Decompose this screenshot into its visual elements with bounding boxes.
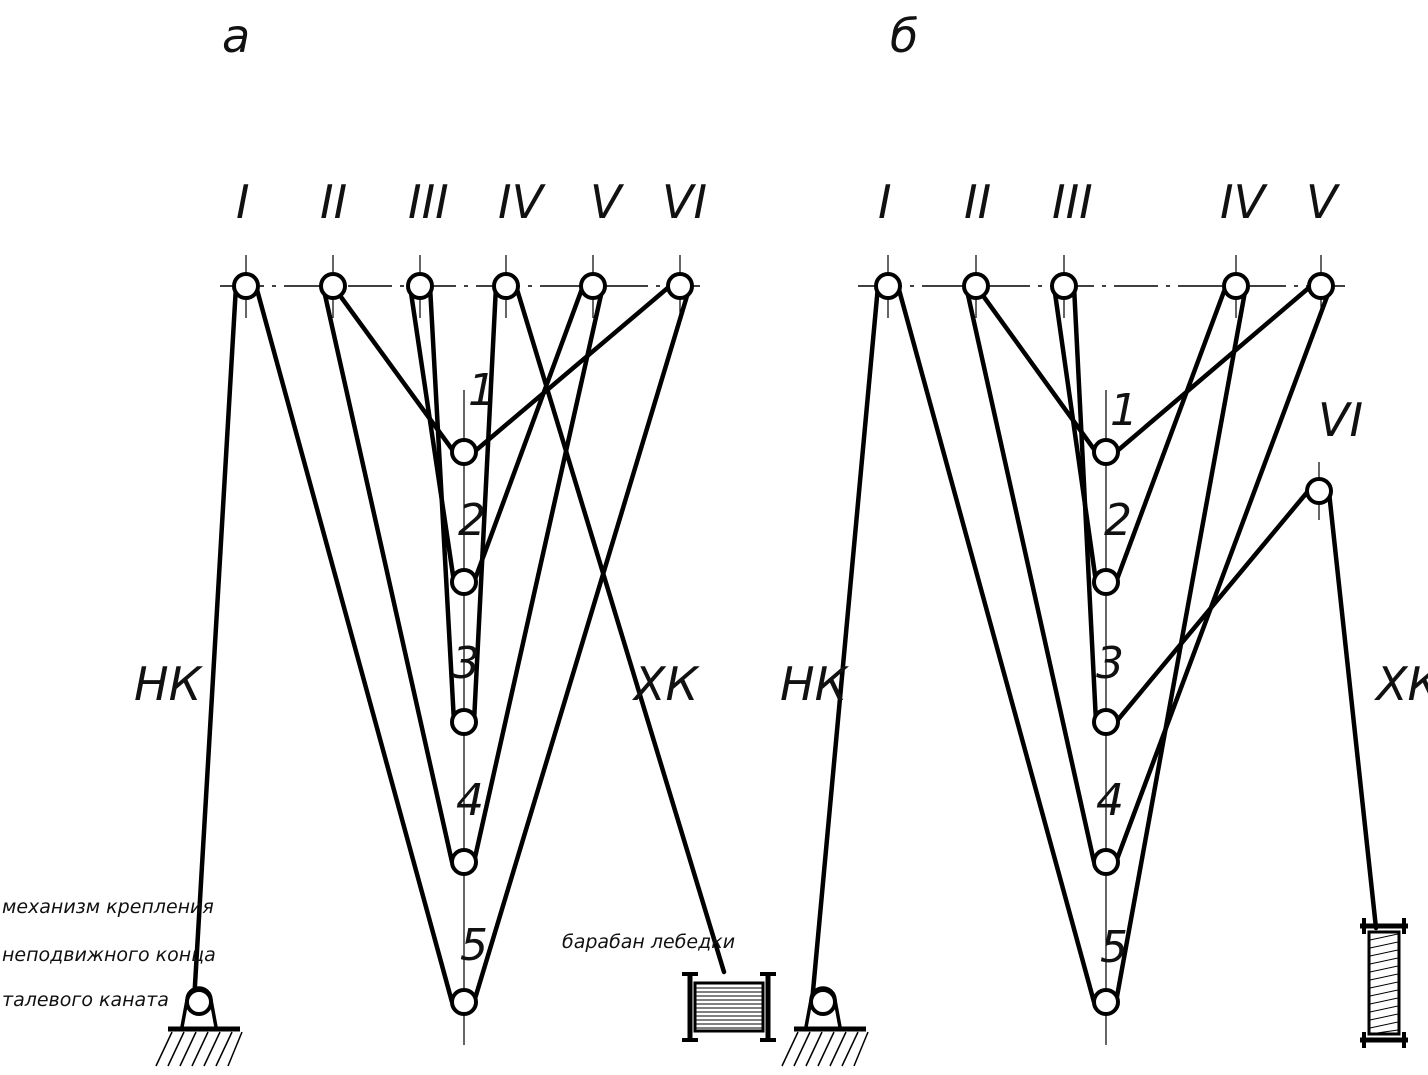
crown-label-a-6: VI bbox=[662, 175, 707, 229]
rope-reeving-a bbox=[191, 283, 727, 1005]
dead-end-label-b: НК bbox=[780, 657, 850, 711]
panel-a-title: а bbox=[222, 9, 250, 63]
dead-line-anchor-icon bbox=[781, 986, 869, 1067]
crown-label-a-1: I bbox=[236, 175, 250, 229]
crown-sheave-a-3 bbox=[406, 272, 434, 300]
dead-end-label-a: НК bbox=[134, 657, 204, 711]
block-sheave-a-2 bbox=[450, 568, 478, 596]
crown-sheave-a-5 bbox=[579, 272, 607, 300]
fast-end-label-a: ХК bbox=[632, 657, 701, 711]
crown-sheave-a-1 bbox=[232, 272, 260, 300]
crown-sheave-b-3 bbox=[1050, 272, 1078, 300]
block-sheave-b-2 bbox=[1092, 568, 1120, 596]
crown-label-b-4: IV bbox=[1220, 175, 1269, 229]
crown-label-a-5: V bbox=[590, 175, 625, 229]
drum-note: барабан лебедки bbox=[562, 931, 735, 953]
block-label-a-1: 1 bbox=[468, 365, 496, 416]
winch-drum-icon bbox=[682, 972, 776, 1042]
block-label-b-5: 5 bbox=[1100, 922, 1128, 973]
crown-label-a-4: IV bbox=[498, 175, 547, 229]
crown-sheave-b-5 bbox=[1307, 272, 1335, 300]
crown-sheave-a-4 bbox=[492, 272, 520, 300]
block-label-b-1: 1 bbox=[1110, 385, 1138, 436]
block-label-b-3: 3 bbox=[1096, 638, 1124, 689]
crown-label-b-5: V bbox=[1306, 175, 1341, 229]
block-label-b-4: 4 bbox=[1096, 775, 1124, 826]
crown-sheave-a-2 bbox=[319, 272, 347, 300]
crown-sheave-b-2 bbox=[962, 272, 990, 300]
dead-line-anchor-icon bbox=[155, 986, 243, 1067]
crown-label-b-1: I bbox=[878, 175, 892, 229]
block-sheave-a-5 bbox=[450, 988, 478, 1016]
block-sheave-a-4 bbox=[450, 848, 478, 876]
anchor-note-line-2: неподвижного конца bbox=[2, 944, 216, 966]
crown-label-b-2: II bbox=[964, 175, 991, 229]
panel-b: б I II III IV V VI bbox=[780, 9, 1428, 1067]
anchor-note-line-3: талевого каната bbox=[2, 989, 169, 1011]
block-sheave-b-5 bbox=[1092, 988, 1120, 1016]
block-sheave-a-3 bbox=[450, 708, 478, 736]
anchor-note-line-1: механизм крепления bbox=[2, 896, 214, 918]
crown-label-a-2: II bbox=[320, 175, 347, 229]
crown-sheave-b-4 bbox=[1222, 272, 1250, 300]
crown-label-b-6: VI bbox=[1318, 393, 1363, 447]
block-label-a-4: 4 bbox=[456, 775, 484, 826]
block-sheave-a-1 bbox=[450, 438, 478, 466]
fast-end-label-b: ХК bbox=[1374, 657, 1428, 711]
block-label-b-2: 2 bbox=[1104, 495, 1132, 546]
crown-sheave-b-1 bbox=[874, 272, 902, 300]
block-sheave-b-4 bbox=[1092, 848, 1120, 876]
block-sheave-b-3 bbox=[1092, 708, 1120, 736]
crown-label-b-3: III bbox=[1052, 175, 1093, 229]
crown-sheave-a-6 bbox=[666, 272, 694, 300]
winch-drum-icon bbox=[1360, 918, 1408, 1048]
block-label-a-3: 3 bbox=[452, 638, 480, 689]
panel-a: а I II III IV V VI bbox=[2, 9, 776, 1067]
block-label-a-5: 5 bbox=[460, 920, 488, 971]
block-label-a-2: 2 bbox=[458, 495, 486, 546]
rope-reeving-b bbox=[809, 283, 1379, 1005]
crown-label-a-3: III bbox=[408, 175, 449, 229]
panel-b-title: б bbox=[890, 9, 918, 63]
crown-sheave-b-6 bbox=[1305, 477, 1333, 505]
block-sheave-b-1 bbox=[1092, 438, 1120, 466]
